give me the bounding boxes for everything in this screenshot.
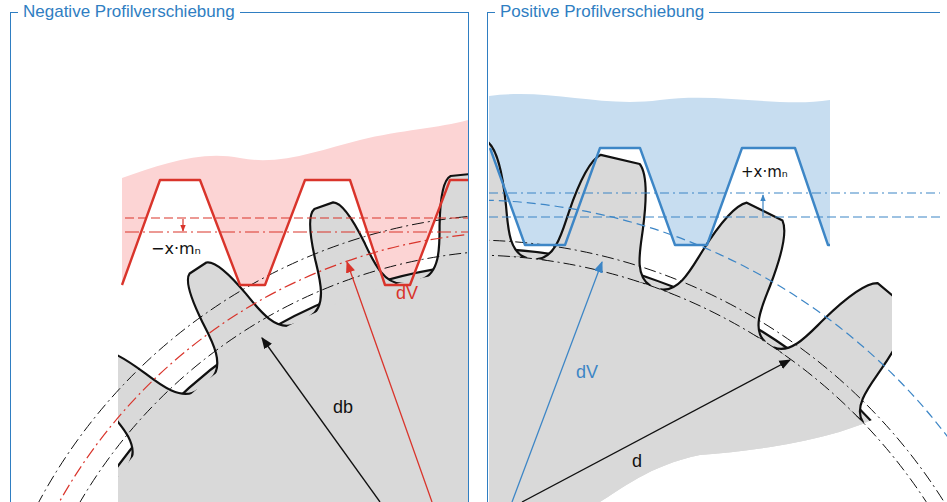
panel-heading: Negative Profilverschiebung [18,2,240,22]
diameter-label: d [632,452,642,470]
reference-circles [12,214,468,502]
diameter-label: db [333,398,353,416]
diameter-leader [347,262,432,502]
shift-arrow [182,219,183,231]
base-circle [12,250,468,502]
diameter-leader [262,338,380,502]
rack-profile [490,148,830,245]
gear-body [118,262,468,502]
datum-line [489,216,940,217]
gear [0,142,947,502]
diameter-leader [512,262,602,502]
rack-profile [122,180,468,285]
gear-tooth [871,361,947,502]
base-circle [489,255,947,502]
shift-arrow [762,195,763,216]
diameter-leader [522,360,790,502]
datum-line [125,217,468,218]
pitch-circle [12,214,468,502]
figure-panel: Negative Profilverschiebung [10,12,469,502]
datum-line [489,192,940,193]
diameter-label: dV [576,363,598,381]
shift-label: −x·mₙ [151,241,201,257]
panel-heading: Positive Profilverschiebung [495,2,709,22]
pitch-circle [489,240,947,502]
gear-body [0,255,947,502]
diameter-label: dV [396,284,418,302]
shift-circle [12,232,468,502]
gear-body [0,248,947,502]
figure-panel: Positive Profilverschiebung [487,12,940,502]
shift-label: +x·mₙ [741,165,788,180]
datum-line [125,231,468,232]
gear [118,170,468,502]
